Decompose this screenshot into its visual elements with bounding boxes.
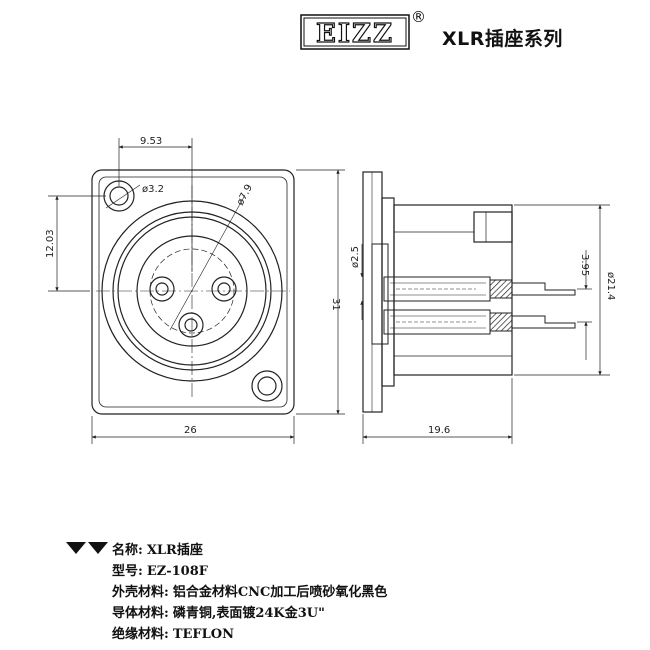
spec-label: 绝缘材料:	[112, 627, 169, 642]
spec-value: EZ-108F	[146, 564, 208, 579]
front-flange-inner	[98, 176, 288, 408]
eizz-logo: EIZZ	[300, 14, 410, 50]
side-latch	[473, 211, 513, 243]
page-title: XLR插座系列	[442, 28, 563, 50]
dim-26: 26	[184, 425, 197, 436]
mount-hole-top-left-inner	[109, 186, 129, 206]
tail-lower	[512, 315, 576, 329]
pin-1-inner	[155, 282, 169, 296]
spec-list: 名称:XLR插座 型号:EZ-108F 外壳材料:铝合金材料CNC加工后喷砂氧化…	[66, 540, 626, 645]
dim-3-95: 3.95	[579, 254, 590, 276]
solder-cup-lower	[489, 312, 513, 332]
side-pin-face	[371, 243, 389, 345]
pin-1	[149, 276, 175, 302]
spec-row-shell: 外壳材料:铝合金材料CNC加工后喷砂氧化黑色	[66, 582, 626, 603]
mount-hole-bottom-right-inner	[257, 376, 277, 396]
dim-9-53: 9.53	[140, 136, 162, 147]
spec-row-name: 名称:XLR插座	[66, 540, 626, 561]
spec-value: 铝合金材料CNC加工后喷砂氧化黑色	[172, 585, 388, 600]
spec-label: 外壳材料:	[112, 585, 169, 600]
dim-31: 31	[330, 298, 341, 311]
spec-row-insulator: 绝缘材料:TEFLON	[66, 624, 626, 645]
pin-2	[211, 276, 237, 302]
tail-upper	[512, 282, 576, 296]
dim-19-6: 19.6	[428, 425, 450, 436]
spec-label: 导体材料:	[112, 606, 169, 621]
double-triangle-icon	[66, 542, 108, 554]
solder-cup-upper	[489, 279, 513, 299]
side-view	[362, 171, 576, 413]
spec-row-model: 型号:EZ-108F	[66, 561, 626, 582]
pin-3	[178, 312, 204, 338]
side-dimensions	[360, 204, 610, 444]
spec-value: 磷青铜,表面镀24K金3U"	[172, 606, 325, 621]
front-dimensions	[48, 138, 345, 444]
mount-hole-bottom-right	[251, 370, 283, 402]
dim-d3-2: ø3.2	[142, 184, 164, 195]
svg-text:EIZZ: EIZZ	[316, 19, 394, 49]
dim-d2-5: ø2.5	[350, 246, 361, 268]
spec-label: 型号:	[112, 564, 143, 579]
spec-row-conductor: 导体材料:磷青铜,表面镀24K金3U"	[66, 603, 626, 624]
dim-12-03: 12.03	[45, 229, 56, 258]
spec-value: XLR插座	[146, 543, 203, 558]
pin-3-inner	[184, 318, 198, 332]
diag-leader-hole	[105, 184, 141, 209]
spec-value: TEFLON	[172, 627, 234, 642]
spec-label: 名称:	[112, 543, 143, 558]
diag-leader-pcd	[169, 194, 246, 331]
dim-d7-9: ø7.9	[235, 183, 255, 208]
front-flange	[91, 169, 295, 415]
pin-2-inner	[217, 282, 231, 296]
front-view	[91, 169, 295, 415]
registered-mark: ®	[411, 8, 426, 26]
dim-d21-4: ø21.4	[605, 272, 616, 300]
